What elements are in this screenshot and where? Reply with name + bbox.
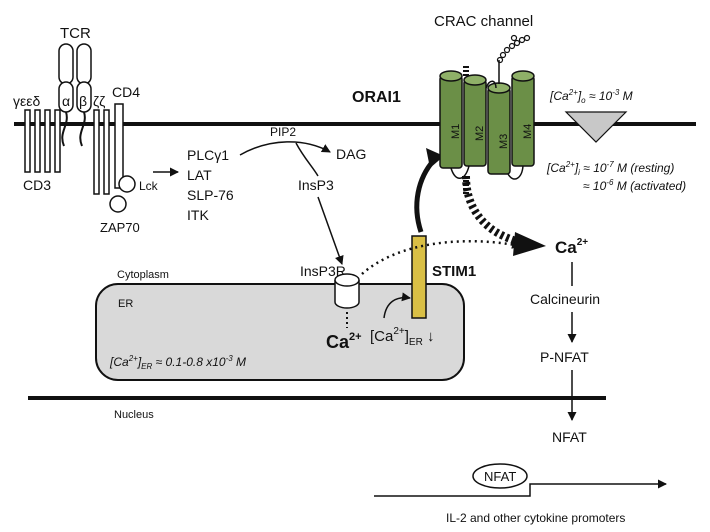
orai1-label: ORAI1 xyxy=(352,89,401,106)
cd3-chain-letters: γεεδ xyxy=(13,93,40,109)
nucleus-label: Nucleus xyxy=(114,409,154,421)
lck-label: Lck xyxy=(139,179,159,193)
arrow-store-to-stim1 xyxy=(383,292,411,319)
m1-label: M1 xyxy=(450,124,462,139)
insp3r-label: InsP3R xyxy=(300,263,346,279)
glycosylation-chain xyxy=(496,34,531,64)
cd3-label: CD3 xyxy=(23,177,51,193)
ca-er-label: Ca2+ xyxy=(326,331,362,352)
beta-label: β xyxy=(79,93,87,109)
tcr-complex xyxy=(24,43,136,213)
crac-channel-label: CRAC channel xyxy=(434,13,533,30)
nfat-oval-label: NFAT xyxy=(484,469,516,484)
insp3r-channel xyxy=(334,273,360,309)
arrow-stim1-orai1-head xyxy=(426,148,444,168)
stim1-label: STIM1 xyxy=(432,263,476,280)
m2-label: M2 xyxy=(474,126,486,141)
pnfat-label: P-NFAT xyxy=(540,349,589,365)
nfat-binding-oval xyxy=(472,463,528,489)
nfat-label: NFAT xyxy=(552,429,587,445)
er-compartment xyxy=(95,283,465,381)
dag-label: DAG xyxy=(336,146,366,162)
arrow-ca-release xyxy=(361,239,521,275)
m4-label: M4 xyxy=(522,124,534,139)
cytoplasm-label: Cytoplasm xyxy=(117,269,169,281)
stim1-protein xyxy=(411,235,427,319)
calcium-gradient-triangle xyxy=(564,111,628,143)
plcg1-label: PLCγ1 xyxy=(187,147,229,163)
arrow-pip2-dag xyxy=(239,141,331,156)
er-store-depletion: [Ca2+]ER ↓ xyxy=(370,326,435,348)
zap70-label: ZAP70 xyxy=(100,220,140,235)
arrow-orai1-ca-influx xyxy=(462,175,522,246)
tcr-label: TCR xyxy=(60,25,91,42)
promoter-line xyxy=(374,483,548,497)
cd4-label: CD4 xyxy=(112,84,140,100)
promoters-label: IL-2 and other cytokine promoters xyxy=(446,511,625,525)
ca-cytoplasm-label: Ca2+ xyxy=(555,237,588,257)
alpha-label: α xyxy=(62,93,70,109)
lat-label: LAT xyxy=(187,167,212,183)
calcineurin-label: Calcineurin xyxy=(530,291,600,307)
er-concentration: [Ca2+]ER ≈ 0.1-0.8 x10-3 M xyxy=(109,354,246,371)
pip2-label: PIP2 xyxy=(270,125,296,139)
ca-extracellular: [Ca2+]o ≈ 10-3 M xyxy=(549,88,633,105)
arrow-orai1-ca-influx-head xyxy=(513,232,546,256)
m3-label: M3 xyxy=(498,134,510,149)
ca-intracellular-activated: ≈ 10-6 M (activated) xyxy=(583,178,686,193)
itk-label: ITK xyxy=(187,207,209,223)
orai1-helices xyxy=(439,60,535,180)
slp76-label: SLP-76 xyxy=(187,187,234,203)
arrow-pip2-insp3 xyxy=(295,142,319,177)
insp3-label: InsP3 xyxy=(298,177,334,193)
arrow-stim1-orai1 xyxy=(414,158,436,233)
arrow-insp3-receptor xyxy=(317,196,344,265)
ca-intracellular-resting: [Ca2+]i ≈ 10-7 M (resting) xyxy=(546,160,674,177)
zeta-label: ζζ xyxy=(93,93,105,109)
er-label: ER xyxy=(118,298,133,310)
